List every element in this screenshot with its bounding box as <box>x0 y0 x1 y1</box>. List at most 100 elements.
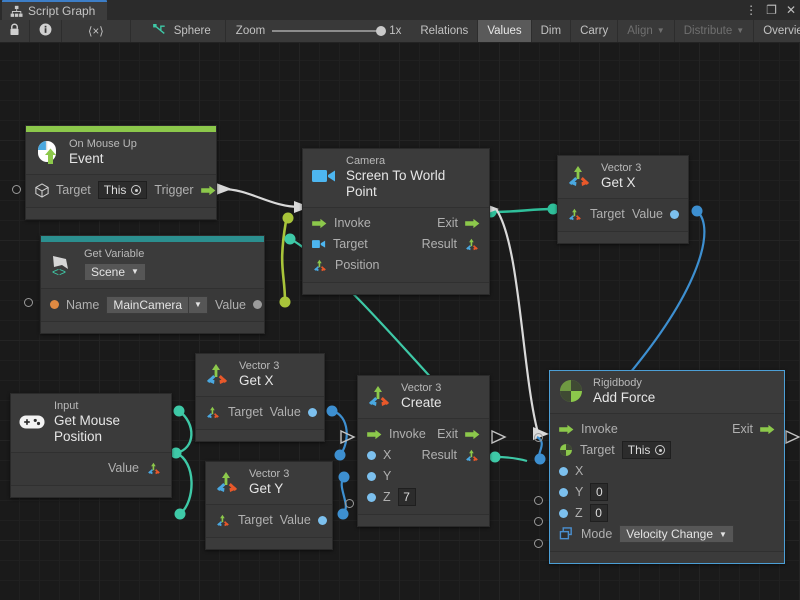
menu-icon[interactable]: ⋮ <box>745 4 757 16</box>
value-field[interactable]: 0 <box>590 504 608 522</box>
node-vector3-get-x-top[interactable]: Vector 3Get X TargetValue <box>557 155 689 244</box>
node-header[interactable]: RigidbodyAdd Force <box>550 371 784 414</box>
zoom-control[interactable]: Zoom 1x <box>226 20 412 42</box>
port-value-icon[interactable] <box>670 210 679 219</box>
port-value-icon[interactable] <box>308 408 317 417</box>
node-header[interactable]: CameraScreen To World Point <box>303 149 489 208</box>
port-add-force-mode[interactable] <box>534 539 543 548</box>
node-title: Event <box>69 151 137 167</box>
port-label: Invoke <box>334 216 371 230</box>
port-value-icon[interactable] <box>318 516 327 525</box>
node-header[interactable]: On Mouse UpEvent <box>26 132 216 175</box>
node-vector3-get-x-mid[interactable]: Vector 3Get X TargetValue <box>195 353 325 442</box>
node-vector3-create[interactable]: Vector 3Create InvokeExit XResult YZ7 <box>357 375 490 527</box>
node-port-row: Target This Trigger <box>26 180 216 201</box>
toolbar-button-carry[interactable]: Carry <box>571 20 618 42</box>
port-y-icon[interactable] <box>367 472 376 481</box>
value-field[interactable]: 0 <box>590 483 608 501</box>
port-add-force-z[interactable] <box>534 517 543 526</box>
port-name-icon[interactable] <box>50 300 59 309</box>
port-add-force-invoke[interactable] <box>534 433 543 442</box>
port-create-z[interactable] <box>345 499 354 508</box>
mode-dropdown[interactable]: Velocity Change▼ <box>619 525 734 543</box>
field-value: This <box>628 443 651 457</box>
port-label: Position <box>335 258 379 272</box>
node-port-left: Target <box>205 405 263 420</box>
node-on-mouse-up[interactable]: On Mouse UpEvent Target This Trigger <box>25 125 217 220</box>
port-z-icon[interactable] <box>367 493 376 502</box>
node-vector3-get-y[interactable]: Vector 3Get Y TargetValue <box>205 461 333 550</box>
port-invoke-icon <box>312 218 327 229</box>
node-footer <box>303 282 489 294</box>
node-rigidbody-add-force[interactable]: RigidbodyAdd Force InvokeExit TargetThis… <box>549 370 785 564</box>
toolbar-button-distribute[interactable]: Distribute▼ <box>675 20 755 42</box>
zoom-slider-knob[interactable] <box>376 26 386 36</box>
port-target-icon <box>205 405 221 420</box>
node-footer <box>358 514 489 526</box>
maximize-icon[interactable]: ❐ <box>766 4 777 16</box>
node-port-row: TargetValue <box>206 510 332 531</box>
lock-button[interactable] <box>0 20 30 42</box>
node-port-row: Z7 <box>358 487 489 508</box>
node-header[interactable]: InputGet Mouse Position <box>11 394 171 453</box>
graph-object-button[interactable]: Sphere <box>131 20 226 42</box>
close-icon[interactable]: ✕ <box>786 4 796 16</box>
node-port-right: Trigger <box>154 183 215 197</box>
port-target-icon <box>312 239 326 250</box>
node-header[interactable]: Vector 3Get X <box>558 156 688 199</box>
node-header[interactable]: Vector 3Get X <box>196 354 324 397</box>
tab-script-graph[interactable]: Script Graph <box>2 0 107 20</box>
code-toggle-button[interactable]: ⟨×⟩ <box>62 20 131 42</box>
node-subtitle: Camera <box>346 155 479 168</box>
unity-variable-icon: <> <box>49 252 75 278</box>
port-value-icon[interactable] <box>253 300 262 309</box>
node-port-right: Value <box>215 298 262 312</box>
node-camera-screen-to-world-point[interactable]: CameraScreen To World Point InvokeExit T… <box>302 148 490 295</box>
toolbar-button-values[interactable]: Values <box>478 20 531 42</box>
port-label: Value <box>280 513 311 527</box>
node-header[interactable]: Vector 3Get Y <box>206 462 332 505</box>
info-button[interactable] <box>30 20 62 42</box>
node-port-right: Value <box>632 207 679 221</box>
node-title: Screen To World Point <box>346 168 479 200</box>
port-x-icon[interactable] <box>559 467 568 476</box>
port-label: Target <box>56 183 91 197</box>
node-subtitle: Vector 3 <box>601 162 641 175</box>
node-input-get-mouse-position[interactable]: InputGet Mouse PositionValue <box>10 393 172 498</box>
node-port-left: Target This <box>35 181 147 199</box>
target-picker-icon[interactable] <box>655 445 665 455</box>
port-label: Z <box>575 506 583 520</box>
gamepad-icon <box>19 409 45 435</box>
graph-canvas[interactable]: On Mouse UpEvent TargetThisTrigger <> Ge… <box>0 43 800 600</box>
toolbar-button-relations[interactable]: Relations <box>411 20 478 42</box>
node-body: TargetValue <box>206 505 332 537</box>
field-value: 7 <box>403 490 410 504</box>
toolbar-button-dim[interactable]: Dim <box>532 20 571 42</box>
node-port-left: Invoke <box>367 427 426 441</box>
port-invoke-icon <box>559 424 574 435</box>
node-header[interactable]: Vector 3Create <box>358 376 489 419</box>
zoom-slider[interactable] <box>272 30 382 32</box>
port-z-icon[interactable] <box>559 509 568 518</box>
chevron-down-icon[interactable]: ▼ <box>188 297 207 313</box>
target-field[interactable]: This <box>98 181 148 199</box>
node-header[interactable]: <> Get VariableScene▼ <box>41 242 264 289</box>
node-title: Get Mouse Position <box>54 413 161 445</box>
toolbar-button-align[interactable]: Align▼ <box>618 20 675 42</box>
port-x-icon[interactable] <box>367 451 376 460</box>
port-add-force-y[interactable] <box>534 496 543 505</box>
target-field[interactable]: This <box>622 441 672 459</box>
target-picker-icon[interactable] <box>131 185 141 195</box>
node-scope-dropdown[interactable]: Scene▼ <box>84 263 146 281</box>
variable-name-dropdown[interactable]: MainCamera▼ <box>106 296 208 314</box>
dropdown-value: MainCamera <box>107 297 188 313</box>
port-y-icon[interactable] <box>559 488 568 497</box>
toolbar-button-overview[interactable]: Overview <box>754 20 800 42</box>
graph-toolbar: ⟨×⟩ Sphere Zoom 1x RelationsValuesDimCar… <box>0 20 800 43</box>
node-get-variable[interactable]: <> Get VariableScene▼NameMainCamera▼Valu… <box>40 235 265 334</box>
toolbar-button-label: Align <box>627 25 653 37</box>
vector3-icon <box>366 383 392 409</box>
port-on-mouse-up-target[interactable] <box>12 185 21 194</box>
value-field[interactable]: 7 <box>398 488 416 506</box>
port-get-variable-name[interactable] <box>24 298 33 307</box>
